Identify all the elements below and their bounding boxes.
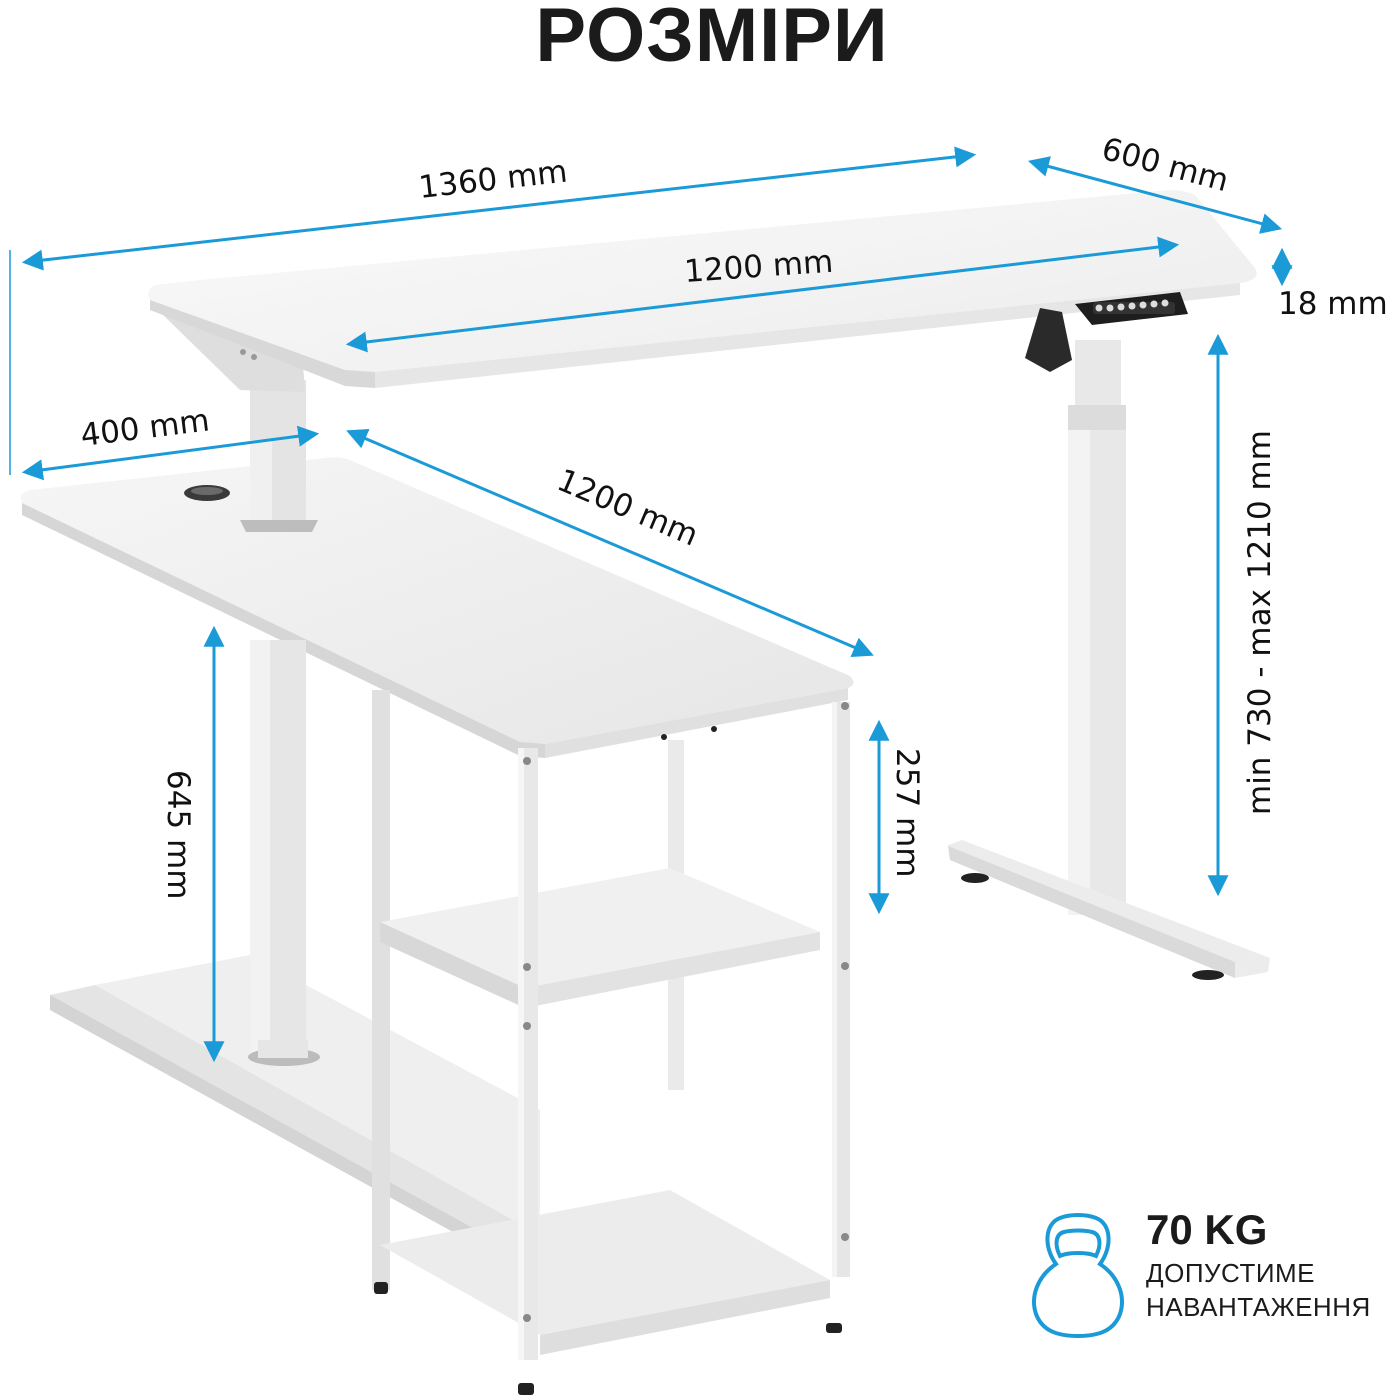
page-title: РОЗМІРИ bbox=[535, 0, 889, 78]
load-label-line1: ДОПУСТИМЕ bbox=[1146, 1258, 1316, 1288]
label-main-depth: 600 mm bbox=[1098, 131, 1232, 199]
side-desktop bbox=[21, 457, 854, 758]
label-side-length: 1200 mm bbox=[552, 462, 703, 553]
label-shelf-gap: 257 mm bbox=[889, 748, 925, 877]
kettlebell-icon bbox=[1032, 1213, 1124, 1339]
dimension-arrows bbox=[9, 146, 1293, 1063]
label-height-range: min 730 - max 1210 mm bbox=[1242, 430, 1278, 815]
side-base-panel bbox=[50, 955, 540, 1280]
arrow-side-length bbox=[346, 428, 874, 658]
arrow-main-depth bbox=[1027, 156, 1283, 234]
label-side-depth: 400 mm bbox=[79, 402, 212, 454]
main-right-leg bbox=[948, 340, 1270, 980]
arrow-side-depth bbox=[21, 425, 320, 481]
arrow-overall-width bbox=[21, 146, 977, 271]
label-overall-width: 1360 mm bbox=[417, 154, 569, 206]
load-label-line2: НАВАНТАЖЕННЯ bbox=[1146, 1292, 1371, 1322]
label-top-thickness: 18 mm bbox=[1278, 286, 1388, 322]
load-value: 70 KG bbox=[1146, 1206, 1268, 1253]
arrow-main-width bbox=[345, 236, 1180, 353]
label-side-height: 645 mm bbox=[160, 770, 196, 899]
shelf-unit bbox=[372, 690, 850, 1395]
